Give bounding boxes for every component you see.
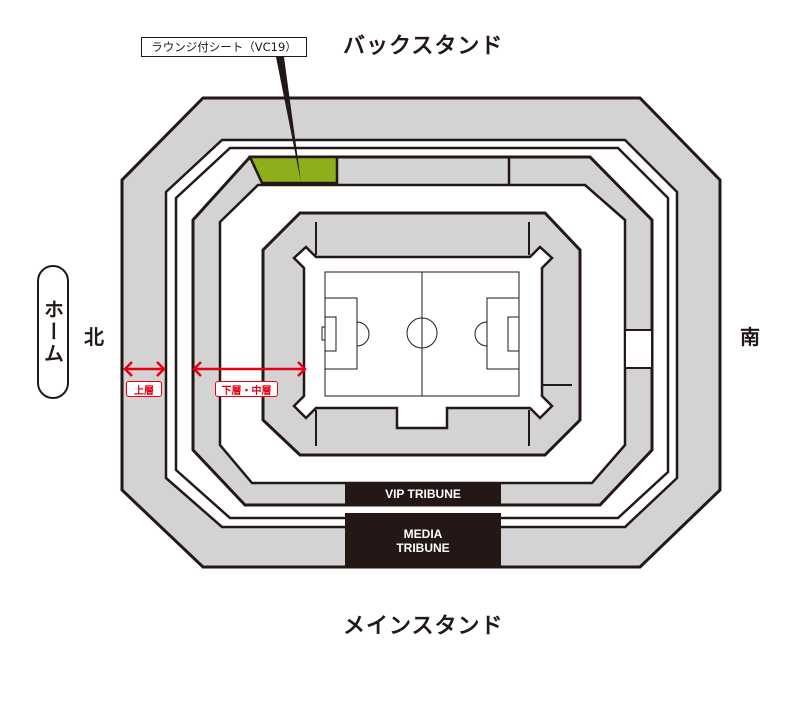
- media-tribune-label: MEDIA TRIBUNE: [396, 526, 450, 555]
- concourse-rail: [174, 146, 670, 520]
- tier-arrows: [123, 361, 307, 377]
- right-penalty-arc: [474, 321, 488, 347]
- back-stand-title: バックスタンド: [343, 34, 504, 59]
- center-circle: [406, 317, 438, 349]
- lounge-seat-vc19[interactable]: [248, 155, 339, 185]
- home-label: ホーム: [40, 299, 65, 365]
- home-side-badge: ホーム: [37, 265, 69, 399]
- media-tribune[interactable]: MEDIA TRIBUNE: [345, 513, 501, 568]
- arrow-head-right: [297, 361, 307, 377]
- vip-tribune-label: VIP TRIBUNE: [385, 487, 461, 501]
- arrow-head-left: [192, 361, 202, 377]
- upper-tier-label: 上層: [126, 381, 162, 397]
- south-label: 南: [740, 325, 760, 349]
- south-gate: [626, 331, 651, 367]
- right-goal-area: [507, 316, 520, 352]
- lounge-seat-callout: ラウンジ付シート（VC19）: [141, 37, 307, 57]
- pitch: [321, 271, 520, 397]
- lower-middle-tier-label: 下層・中層: [215, 381, 278, 397]
- arrow-head-left: [123, 361, 133, 377]
- left-penalty-arc: [356, 321, 370, 347]
- arrow-head-right: [156, 361, 166, 377]
- main-stand-title: メインスタンド: [343, 614, 504, 639]
- north-label: 北: [84, 325, 104, 349]
- left-goal: [321, 326, 326, 341]
- vip-tribune[interactable]: VIP TRIBUNE: [345, 483, 501, 505]
- callout-pointer: [276, 57, 301, 182]
